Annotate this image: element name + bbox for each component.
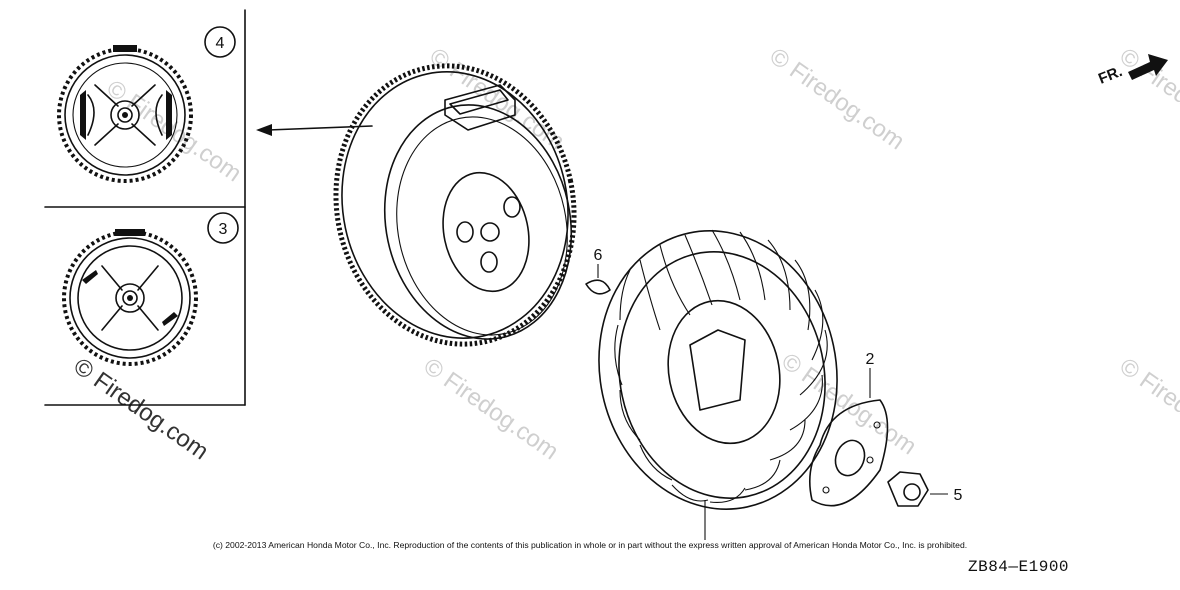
callout-6-label: 6 — [594, 247, 603, 264]
pointer-arrow — [256, 124, 373, 136]
watermark-text: © Firedog.com — [765, 43, 910, 156]
flywheel-variant-4 — [57, 45, 193, 183]
callout-3-marker: 3 — [207, 212, 239, 244]
fan-plate — [809, 368, 889, 507]
flywheel — [333, 63, 577, 347]
callout-number: 3 — [219, 221, 228, 238]
flywheel-variant-3 — [62, 229, 198, 366]
watermark-text-dark: © Firedog.com — [69, 353, 214, 466]
watermark-text: © Firedog.com — [1115, 353, 1180, 466]
copyright-notice: (c) 2002-2013 American Honda Motor Co., … — [212, 540, 968, 550]
woodruff-key — [585, 264, 611, 295]
front-direction-arrow — [1128, 54, 1168, 80]
inset-frame — [44, 9, 246, 406]
callout-4-marker: 4 — [204, 26, 236, 58]
flange-nut — [887, 471, 948, 507]
watermark-text: © Firedog.com — [1115, 43, 1180, 156]
watermark-text: © Firedog.com — [419, 353, 564, 466]
diagram-code: ZB84—E1900 — [968, 558, 1070, 576]
callout-5-label: 5 — [954, 487, 963, 504]
callout-number: 4 — [216, 35, 225, 52]
watermark-text: © Firedog.com — [777, 348, 922, 461]
callout-2-label: 2 — [866, 351, 875, 368]
cooling-fan — [598, 229, 838, 540]
